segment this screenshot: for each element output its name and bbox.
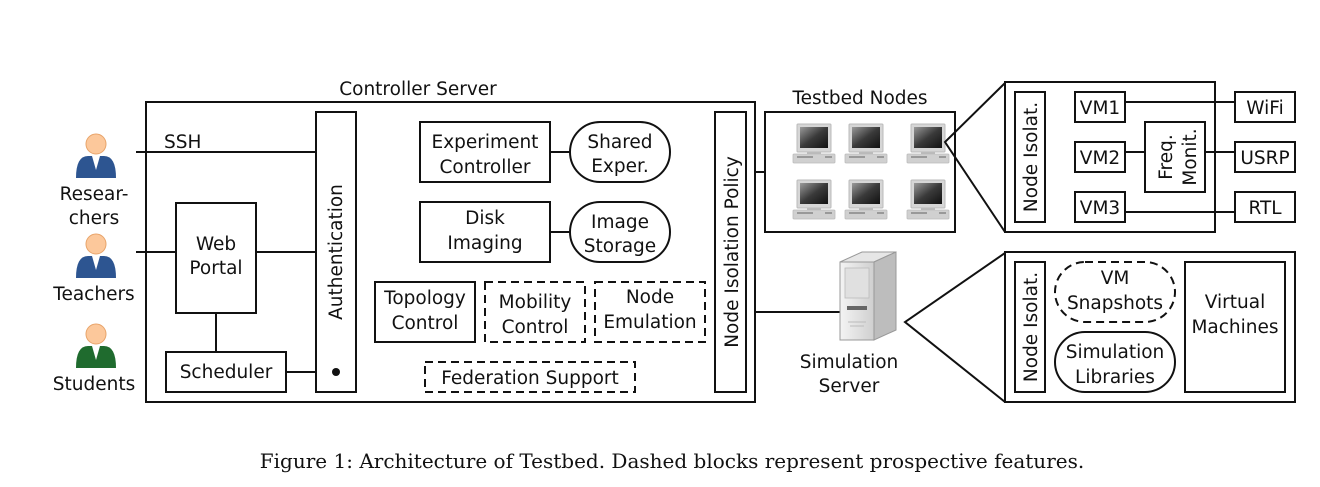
- researchers-label-1: Resear-: [60, 184, 129, 205]
- usrp-label: USRP: [1240, 148, 1289, 169]
- vm-snapshots-store: [1054, 261, 1176, 323]
- experiment-controller-label-2: Controller: [439, 157, 530, 178]
- experiment-controller-label-1: Experiment: [432, 132, 539, 153]
- disk-imaging-box: [419, 201, 551, 263]
- rtl-box: [1234, 191, 1296, 223]
- vm2-box: [1074, 141, 1126, 173]
- figure-caption: Figure 1: Architecture of Testbed. Dashe…: [260, 449, 1084, 473]
- vm1-label: VM1: [1080, 98, 1120, 119]
- testbed-node-pc-icon: [792, 179, 836, 220]
- experiment-controller-box: [419, 121, 551, 183]
- topology-control-label-2: Control: [392, 313, 459, 334]
- node-emulation-label-2: Emulation: [603, 312, 696, 333]
- researcher-icon: [75, 133, 117, 179]
- simulation-server-label-2: Server: [819, 376, 880, 397]
- vm3-box: [1074, 191, 1126, 223]
- vm-snapshots-label-1: VM: [1101, 268, 1130, 289]
- testbed-node-pc-icon: [906, 179, 950, 220]
- testbed-zoom-callout: [943, 82, 1006, 233]
- disk-imaging-label-1: Disk: [465, 208, 505, 229]
- usrp-box: [1234, 141, 1296, 173]
- disk-imaging-label-2: Imaging: [447, 233, 522, 254]
- students-label: Students: [53, 374, 135, 395]
- node-isolation-policy-box: [714, 111, 747, 393]
- testbed-nodes-title: Testbed Nodes: [791, 88, 927, 109]
- node-isolat-label: Node Isolat.: [1021, 102, 1042, 212]
- teacher-icon: [75, 233, 117, 279]
- simulation-libraries-store: [1054, 331, 1176, 393]
- simulation-libraries-label-2: Libraries: [1075, 367, 1155, 388]
- mobility-control-label-1: Mobility: [499, 292, 572, 313]
- web-portal-label-1: Web: [196, 234, 236, 255]
- researchers-label-2: chers: [69, 208, 120, 229]
- wifi-box: [1234, 91, 1296, 123]
- sim-node-isolat-label: Node Isolat.: [1021, 272, 1042, 382]
- scheduler-auth-dot: [332, 368, 340, 376]
- rtl-label: RTL: [1248, 198, 1282, 219]
- vm3-label: VM3: [1080, 198, 1120, 219]
- vm1-box: [1074, 91, 1126, 123]
- federation-support-box: [424, 361, 636, 393]
- testbed-node-pc-icon: [844, 179, 888, 220]
- user-teachers: Teachers: [52, 233, 135, 305]
- mobility-control-label-2: Control: [502, 317, 569, 338]
- controller-server-title: Controller Server: [339, 79, 497, 100]
- scheduler-box: [165, 351, 287, 393]
- user-students: Students: [53, 323, 135, 395]
- node-isolation-policy-label: Node Isolation Policy: [722, 156, 743, 348]
- image-storage-label-2: Storage: [584, 236, 656, 257]
- simserver-zoom-callout: [903, 252, 1006, 403]
- federation-support-label: Federation Support: [441, 368, 619, 389]
- virtual-machines-label-1: Virtual: [1205, 292, 1265, 313]
- freq-monit-label-2: Monit.: [1180, 128, 1201, 185]
- freq-monit-label-1: Freq.: [1156, 134, 1177, 180]
- node-emulation-box: [594, 281, 706, 343]
- node-isolat-box: [1014, 91, 1046, 223]
- image-storage-label-1: Image: [591, 212, 649, 233]
- sim-node-isolat-box: [1014, 261, 1046, 393]
- testbed-node-pc-icon: [792, 123, 836, 164]
- mobility-control-box: [484, 281, 586, 343]
- virtual-machines-box: [1184, 261, 1286, 393]
- vm-snapshots-label-2: Snapshots: [1067, 293, 1163, 314]
- user-researchers: Resear- chers: [60, 133, 129, 229]
- simulation-server-label-1: Simulation: [800, 352, 899, 373]
- topology-control-label-1: Topology: [383, 288, 466, 309]
- topology-control-box: [374, 281, 476, 343]
- shared-exper-label-1: Shared: [587, 132, 652, 153]
- shared-exper-store: [569, 121, 671, 183]
- web-portal-label-2: Portal: [189, 258, 242, 279]
- image-storage-store: [569, 201, 671, 263]
- virtual-machines-label-2: Machines: [1191, 317, 1278, 338]
- node-emulation-label-1: Node: [626, 287, 674, 308]
- simulation-server-icon: [839, 251, 897, 341]
- web-portal-box: [175, 202, 257, 314]
- authentication-label: Authentication: [326, 184, 347, 320]
- testbed-node-pc-icon: [906, 123, 950, 164]
- ssh-label: SSH: [164, 132, 201, 153]
- testbed-node-pc-icon: [844, 123, 888, 164]
- freq-monit-box: [1144, 121, 1206, 193]
- wifi-label: WiFi: [1246, 98, 1283, 119]
- scheduler-label: Scheduler: [180, 362, 273, 383]
- simulation-libraries-label-1: Simulation: [1066, 342, 1165, 363]
- teachers-label: Teachers: [52, 284, 134, 305]
- authentication-box: [315, 111, 357, 393]
- shared-exper-label-2: Exper.: [591, 156, 649, 177]
- student-icon: [75, 323, 117, 369]
- vm2-label: VM2: [1080, 148, 1120, 169]
